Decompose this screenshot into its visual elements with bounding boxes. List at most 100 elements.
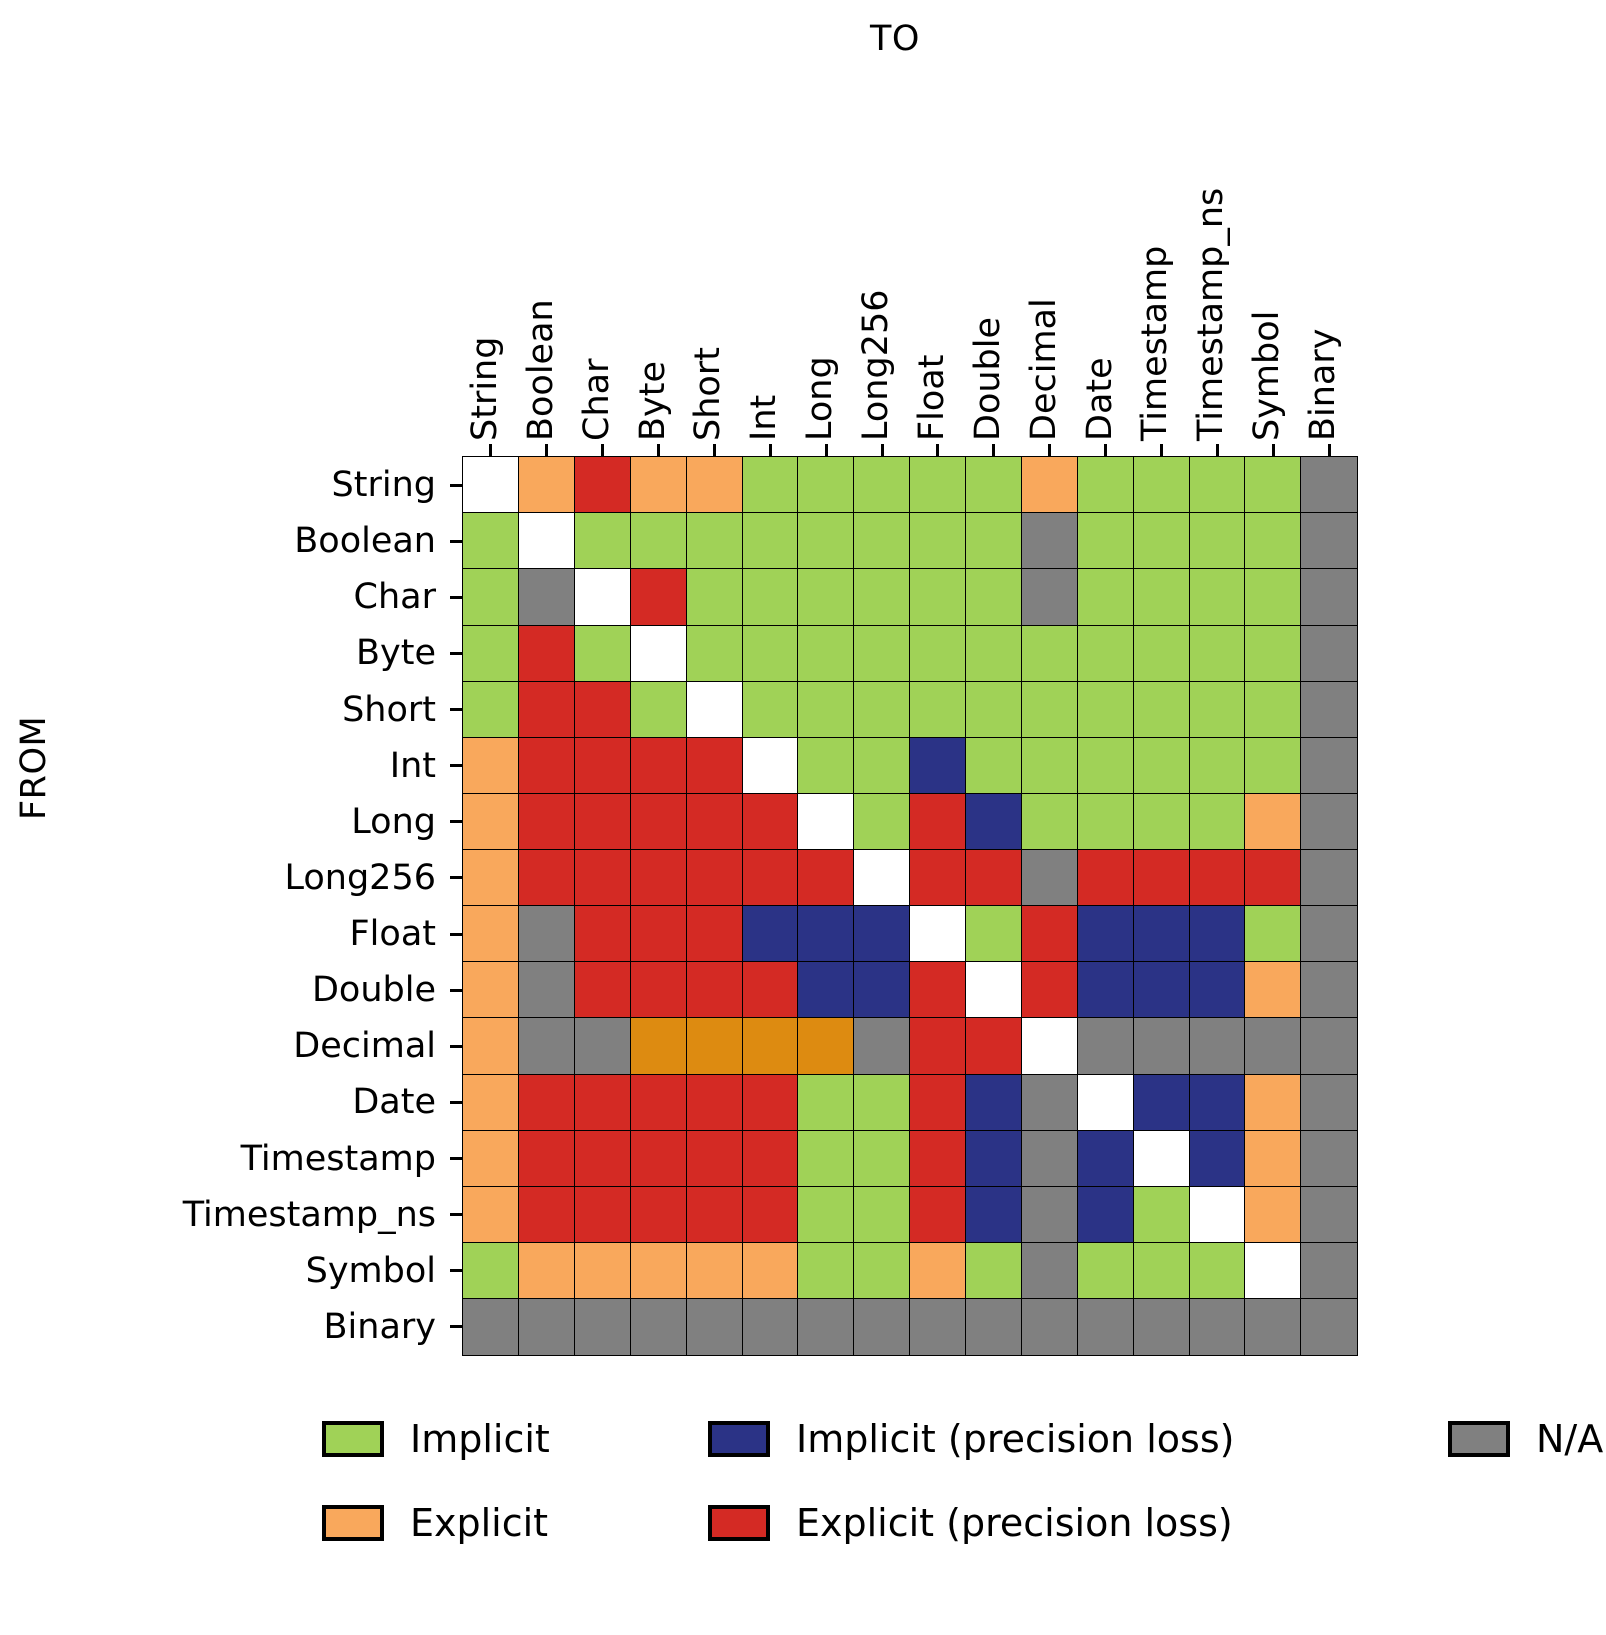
matrix-cell: [965, 624, 1023, 683]
column-label-int: Int: [744, 394, 785, 441]
matrix-cell: [629, 1185, 688, 1244]
matrix-cell: [629, 1241, 688, 1300]
matrix-cell: [1132, 1298, 1191, 1356]
x-tick: [1215, 444, 1219, 457]
matrix-cell: [1020, 792, 1079, 851]
matrix-cell: [1020, 1129, 1079, 1188]
matrix-cell: [741, 736, 800, 795]
row-label-long256: Long256: [284, 857, 436, 898]
row-label-date: Date: [352, 1082, 436, 1123]
matrix-cell: [909, 1298, 967, 1356]
matrix-cell: [797, 456, 855, 514]
matrix-cell: [573, 1241, 632, 1300]
matrix-cell: [629, 1298, 688, 1356]
matrix-cell: [518, 849, 576, 907]
matrix-cell: [1300, 849, 1358, 907]
legend-item-explicit: Explicit: [322, 1504, 548, 1542]
matrix-cell: [1188, 1298, 1247, 1356]
matrix-cell: [629, 792, 688, 851]
matrix-cell: [741, 1073, 800, 1132]
matrix-cell: [518, 1129, 576, 1188]
axis-title-to: TO: [870, 19, 920, 59]
matrix-cell: [1020, 456, 1079, 514]
matrix-cell: [797, 736, 855, 795]
matrix-cell: [797, 512, 855, 571]
matrix-cell: [1244, 792, 1302, 851]
x-tick: [824, 444, 828, 457]
matrix-cell: [685, 1073, 744, 1132]
matrix-cell: [741, 1298, 800, 1356]
matrix-cell: [462, 961, 520, 1020]
x-tick: [489, 444, 493, 457]
y-tick: [450, 708, 463, 712]
matrix-cell: [629, 1017, 688, 1076]
matrix-cell: [1020, 624, 1079, 683]
matrix-cell: [685, 1017, 744, 1076]
column-label-char: Char: [576, 358, 617, 441]
matrix-cell: [1076, 512, 1135, 571]
matrix-cell: [965, 1185, 1023, 1244]
matrix-cell: [797, 1185, 855, 1244]
legend-swatch-na: [1448, 1421, 1510, 1457]
matrix-cell: [685, 680, 744, 739]
matrix-cell: [853, 849, 911, 907]
matrix-cell: [1244, 1073, 1302, 1132]
matrix-cell: [909, 1129, 967, 1188]
matrix-cell: [909, 736, 967, 795]
matrix-cell: [909, 1017, 967, 1076]
matrix-cell: [1244, 1017, 1302, 1076]
matrix-cell: [797, 1129, 855, 1188]
legend-label-explicit-precision-loss: Explicit (precision loss): [796, 1501, 1233, 1545]
matrix-cell: [629, 1129, 688, 1188]
matrix-cell: [1020, 512, 1079, 571]
matrix-cell: [1076, 905, 1135, 963]
matrix-cell: [1300, 905, 1358, 963]
matrix-cell: [853, 1241, 911, 1300]
matrix-cell: [797, 1017, 855, 1076]
column-label-long256: Long256: [856, 289, 897, 441]
matrix-cell: [1132, 736, 1191, 795]
matrix-cell: [965, 792, 1023, 851]
matrix-cell: [1132, 512, 1191, 571]
matrix-cell: [1132, 624, 1191, 683]
matrix-cell: [685, 1185, 744, 1244]
matrix-cell: [909, 792, 967, 851]
matrix-cell: [965, 456, 1023, 514]
matrix-cell: [797, 1073, 855, 1132]
matrix-cell: [1188, 568, 1247, 627]
y-tick: [450, 1325, 463, 1329]
matrix-cell: [685, 905, 744, 963]
y-tick: [450, 932, 463, 936]
matrix-cell: [797, 792, 855, 851]
matrix-cell: [518, 1298, 576, 1356]
matrix-cell: [1244, 1241, 1302, 1300]
matrix-cell: [853, 792, 911, 851]
matrix-cell: [518, 736, 576, 795]
column-label-long: Long: [800, 356, 841, 441]
matrix-cell: [741, 568, 800, 627]
matrix-cell: [965, 1073, 1023, 1132]
matrix-cell: [853, 736, 911, 795]
matrix-cell: [853, 624, 911, 683]
matrix-cell: [518, 680, 576, 739]
matrix-cell: [965, 961, 1023, 1020]
matrix-cell: [573, 1073, 632, 1132]
matrix-cell: [462, 849, 520, 907]
matrix-cell: [1076, 1129, 1135, 1188]
y-tick: [450, 595, 463, 599]
matrix-cell: [685, 792, 744, 851]
matrix-cell: [853, 1298, 911, 1356]
matrix-cell: [1132, 905, 1191, 963]
matrix-cell: [1244, 680, 1302, 739]
matrix-cell: [462, 1185, 520, 1244]
row-label-char: Char: [353, 577, 436, 618]
x-tick: [545, 444, 549, 457]
row-label-boolean: Boolean: [294, 521, 436, 562]
legend-swatch-implicit: [322, 1421, 384, 1457]
matrix-cell: [1188, 456, 1247, 514]
matrix-cell: [965, 1129, 1023, 1188]
matrix-cell: [462, 792, 520, 851]
